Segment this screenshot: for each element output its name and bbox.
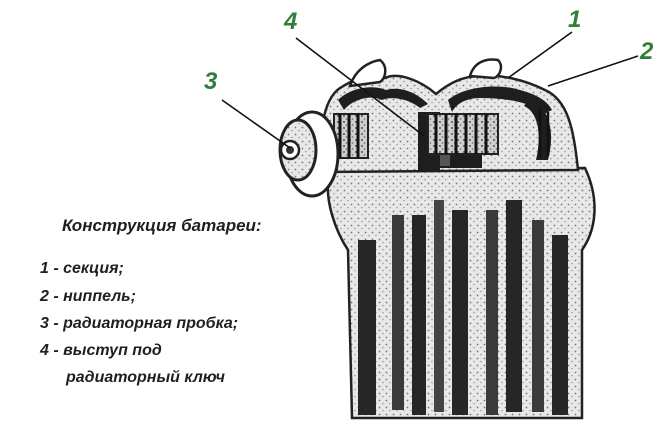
leader-line-4 [295, 37, 425, 137]
radiator-section [326, 166, 596, 420]
legend-item-4: 4 - выступ под [40, 342, 162, 359]
legend-title: Конструкция батареи: [62, 216, 262, 235]
leader-line-2 [547, 55, 639, 87]
callout-2: 2 [640, 38, 654, 65]
nipple [427, 100, 552, 160]
leader-line-3 [221, 99, 291, 149]
legend-item-2: 2 - ниппель; [40, 288, 136, 305]
callout-4: 4 [284, 8, 298, 35]
callout-1: 1 [568, 6, 582, 33]
legend-item-1: 1 - секция; [40, 260, 124, 277]
leader-line-1 [507, 31, 573, 79]
leader-lines [221, 31, 639, 149]
radiator-plug [278, 110, 369, 198]
callout-3: 3 [204, 68, 218, 95]
legend-item-4-cont: радиаторный ключ [66, 369, 225, 386]
legend-item-3: 3 - радиаторная пробка; [40, 315, 239, 332]
